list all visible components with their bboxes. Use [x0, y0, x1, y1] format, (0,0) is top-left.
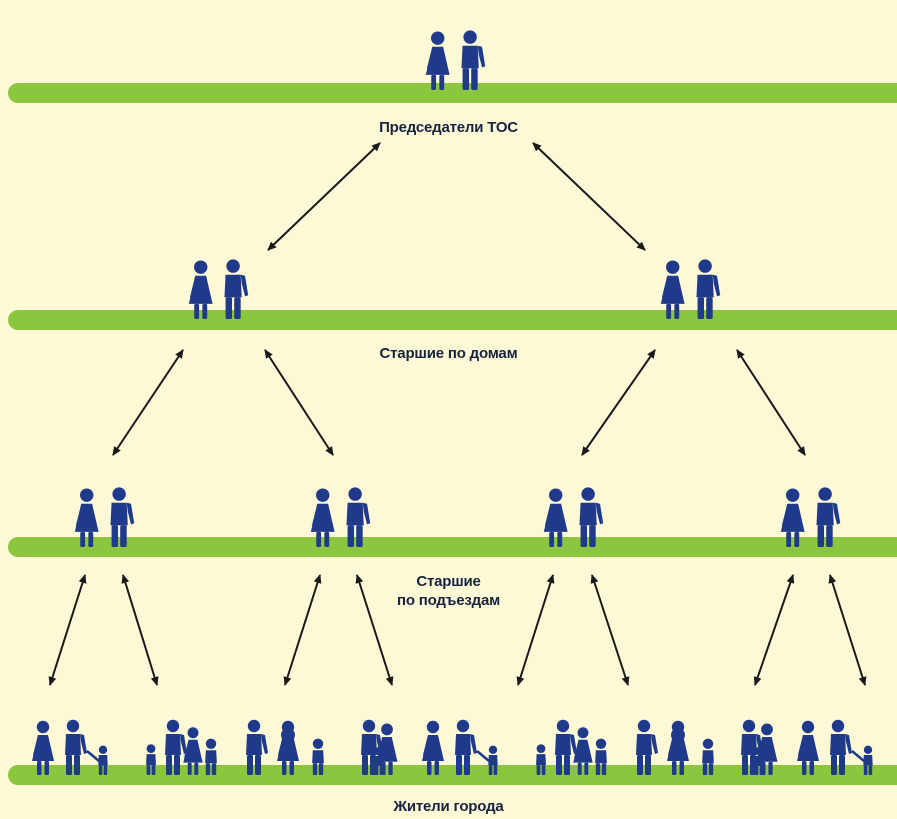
connector-arrow: [264, 349, 334, 456]
family-with-child-icon: [422, 719, 498, 775]
connector-arrow: [267, 142, 381, 251]
family-with-child-icon: [797, 719, 873, 775]
level-label-residents: Жители города: [393, 798, 504, 815]
connector-arrow: [753, 574, 795, 686]
connector-arrow: [828, 574, 867, 686]
level-label-entrance: Старшие по подъездам: [396, 573, 501, 609]
people-figures: [32, 30, 873, 775]
connector-arrow: [283, 574, 322, 686]
connector-arrow: [355, 574, 394, 686]
connector-arrow: [121, 574, 159, 686]
connector-arrows: [48, 142, 867, 686]
connector-arrow: [48, 574, 87, 686]
connector-arrow: [590, 574, 630, 686]
couple-icon: [425, 30, 486, 91]
family-with-baby-icon: [246, 719, 324, 775]
connector-arrow: [532, 142, 646, 251]
family-with-baby-icon: [636, 719, 714, 775]
level-bars: [8, 83, 897, 785]
connector-arrow: [112, 349, 184, 456]
level-label-chairs: Председатели ТОС: [379, 119, 518, 136]
family-with-child-icon: [32, 719, 108, 775]
connector-arrow: [581, 349, 656, 456]
connector-arrow: [516, 574, 555, 686]
level-label-house: Старшие по домам: [379, 345, 518, 362]
connector-arrow: [736, 349, 806, 456]
